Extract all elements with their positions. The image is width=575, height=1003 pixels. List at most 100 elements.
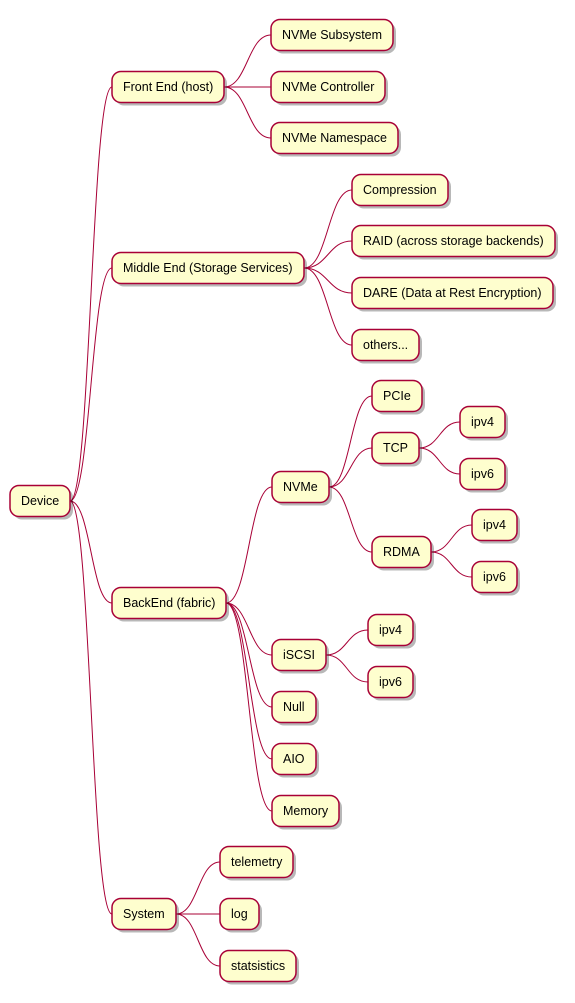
edge-middle-end-storage-services-to-dare-data-at-rest-encryption [303, 267, 353, 294]
node-label: statsistics [231, 959, 285, 973]
edge-system-to-telemetry [175, 861, 221, 915]
node-tcp-r-2-0-1: TCP [371, 431, 422, 467]
node-nvme-r-2-0: NVMe [271, 470, 332, 506]
node-nvme-controller-r-0-1: NVMe Controller [270, 70, 388, 106]
node-box [270, 70, 386, 104]
node-label: NVMe [283, 480, 318, 494]
node-others-r-1-3: others... [351, 328, 422, 364]
node-box [471, 508, 518, 542]
node-ipv4-r-2-0-2-0: ipv4 [471, 508, 520, 544]
node-label: AIO [283, 752, 305, 766]
node-label: ipv4 [483, 518, 506, 532]
node-box [471, 560, 518, 594]
node-box [219, 949, 297, 983]
node-box [459, 457, 506, 491]
node-label: ipv4 [471, 415, 494, 429]
edge-middle-end-storage-services-to-compression [303, 189, 353, 269]
node-nvme-namespace-r-0-2: NVMe Namespace [270, 121, 401, 157]
node-label: ipv6 [379, 675, 402, 689]
node-box [371, 431, 420, 465]
node-label: Middle End (Storage Services) [123, 261, 293, 275]
edge-middle-end-storage-services-to-raid-across-storage-backends [303, 240, 353, 269]
node-dare-data-at-rest-encryption-r-1-2: DARE (Data at Rest Encryption) [351, 276, 556, 312]
node-label: telemetry [231, 855, 283, 869]
edge-iscsi-to-ipv6 [325, 654, 369, 683]
node-box [111, 251, 305, 285]
node-compression-r-1-0: Compression [351, 173, 451, 209]
node-pcie-r-2-0-0: PCIe [371, 379, 425, 415]
node-box [111, 70, 225, 104]
node-label: Device [21, 494, 59, 508]
edge-rdma-to-ipv6 [430, 551, 473, 578]
edge-nvme-to-tcp [328, 447, 373, 488]
node-label: NVMe Namespace [282, 131, 387, 145]
edge-rdma-to-ipv4 [430, 524, 473, 553]
edge-backend-fabric-to-aio [225, 602, 273, 760]
node-box [219, 897, 260, 931]
node-box [111, 897, 177, 931]
node-label: ipv6 [471, 467, 494, 481]
edge-backend-fabric-to-memory [225, 602, 273, 812]
edge-backend-fabric-to-nvme [225, 486, 273, 604]
node-label: System [123, 907, 165, 921]
node-front-end-host-r-0: Front End (host) [111, 70, 227, 106]
node-box [111, 586, 227, 620]
node-box [271, 638, 327, 672]
node-aio-r-2-3: AIO [271, 742, 319, 778]
node-middle-end-storage-services-r-1: Middle End (Storage Services) [111, 251, 307, 287]
edge-backend-fabric-to-null [225, 602, 273, 708]
node-label: DARE (Data at Rest Encryption) [363, 286, 542, 300]
node-label: ipv4 [379, 623, 402, 637]
edge-system-to-statsistics [175, 913, 221, 967]
edge-tcp-to-ipv6 [418, 447, 461, 475]
edge-middle-end-storage-services-to-others [303, 267, 353, 346]
node-telemetry-r-3-0: telemetry [219, 845, 296, 881]
node-label: others... [363, 338, 408, 352]
node-label: NVMe Controller [282, 80, 374, 94]
node-box [351, 328, 420, 362]
node-nvme-subsystem-r-0-0: NVMe Subsystem [270, 18, 396, 54]
node-box [351, 224, 556, 258]
node-label: ipv6 [483, 570, 506, 584]
node-label: BackEnd (fabric) [123, 596, 215, 610]
node-box [271, 794, 340, 828]
node-iscsi-r-2-1: iSCSI [271, 638, 329, 674]
edge-nvme-to-rdma [328, 486, 373, 553]
node-box [367, 665, 414, 699]
edge-device-to-backend-fabric [69, 500, 113, 604]
node-box [371, 379, 423, 413]
node-label: iSCSI [283, 648, 315, 662]
node-label: Null [283, 700, 305, 714]
node-box [271, 690, 317, 724]
node-label: Compression [363, 183, 437, 197]
node-label: NVMe Subsystem [282, 28, 382, 42]
edge-iscsi-to-ipv4 [325, 629, 369, 656]
node-ipv4-r-2-0-1-0: ipv4 [459, 405, 508, 441]
node-ipv6-r-2-1-1: ipv6 [367, 665, 416, 701]
node-device-r: Device [9, 484, 73, 520]
edges-layer [69, 34, 473, 967]
edge-backend-fabric-to-iscsi [225, 602, 273, 656]
node-box [270, 121, 399, 155]
node-box [459, 405, 506, 439]
node-box [271, 470, 330, 504]
node-label: Memory [283, 804, 329, 818]
node-ipv4-r-2-1-0: ipv4 [367, 613, 416, 649]
node-memory-r-2-4: Memory [271, 794, 342, 830]
edge-front-end-host-to-nvme-subsystem [223, 34, 272, 88]
node-label: TCP [383, 441, 408, 455]
node-label: log [231, 907, 248, 921]
node-backend-fabric-r-2: BackEnd (fabric) [111, 586, 229, 622]
node-box [270, 18, 394, 52]
node-box [219, 845, 294, 879]
node-system-r-3: System [111, 897, 179, 933]
node-null-r-2-2: Null [271, 690, 319, 726]
node-box [351, 276, 554, 310]
node-ipv6-r-2-0-2-1: ipv6 [471, 560, 520, 596]
node-box [351, 173, 449, 207]
edge-front-end-host-to-nvme-namespace [223, 86, 272, 139]
node-statsistics-r-3-2: statsistics [219, 949, 299, 985]
node-label: RAID (across storage backends) [363, 234, 544, 248]
node-rdma-r-2-0-2: RDMA [371, 535, 434, 571]
